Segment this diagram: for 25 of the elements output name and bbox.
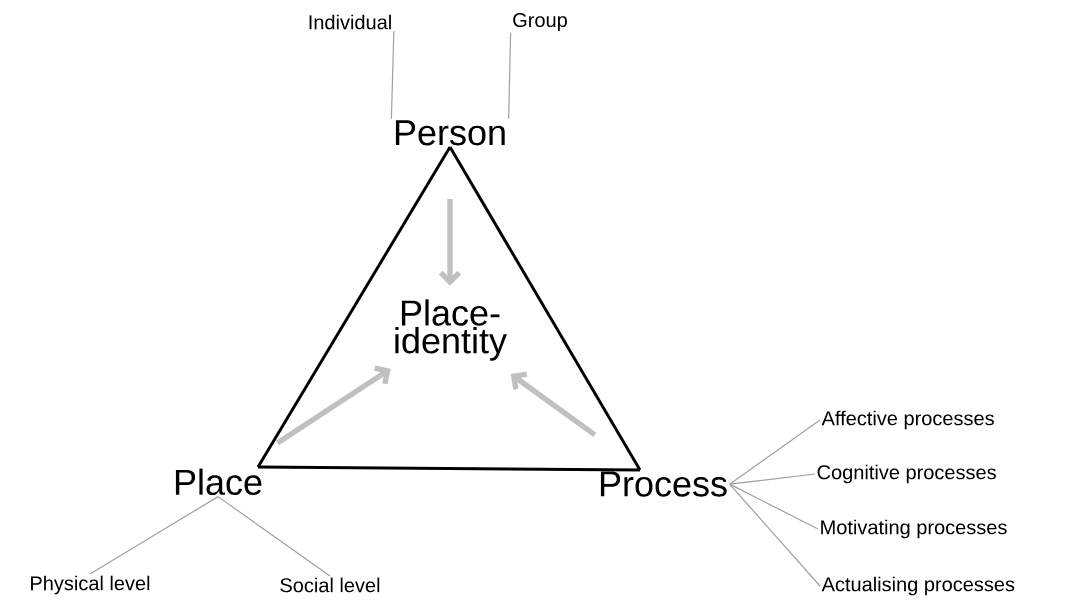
leader-line [89,496,219,575]
central-label: Place- identity [395,299,507,361]
leader-line [729,483,821,587]
leader-line [508,32,512,120]
aspect-label: Cognitive processes [817,464,996,484]
concept-label: Place [175,468,262,496]
leader-line [729,483,819,530]
triangle-side [258,465,640,472]
leader-line [729,419,821,485]
aspect-label: Affective processes [821,410,994,430]
aspect-label: Group [513,12,567,32]
concept-label: Person [395,120,505,146]
aspect-label: Physical level [31,575,150,595]
triangle-side [448,146,642,471]
concept-label: Process [600,471,727,497]
arrow [510,371,597,437]
aspect-label: Individual [309,14,391,30]
aspect-label: Motivating processes [821,519,1007,539]
aspect-label: Actualising processes [821,576,1015,596]
arrow [276,365,391,446]
triangle-side [256,146,452,468]
aspect-label: Social level [280,577,380,593]
leader-line [729,473,816,485]
leader-line [390,30,395,120]
leader-line [217,496,331,577]
